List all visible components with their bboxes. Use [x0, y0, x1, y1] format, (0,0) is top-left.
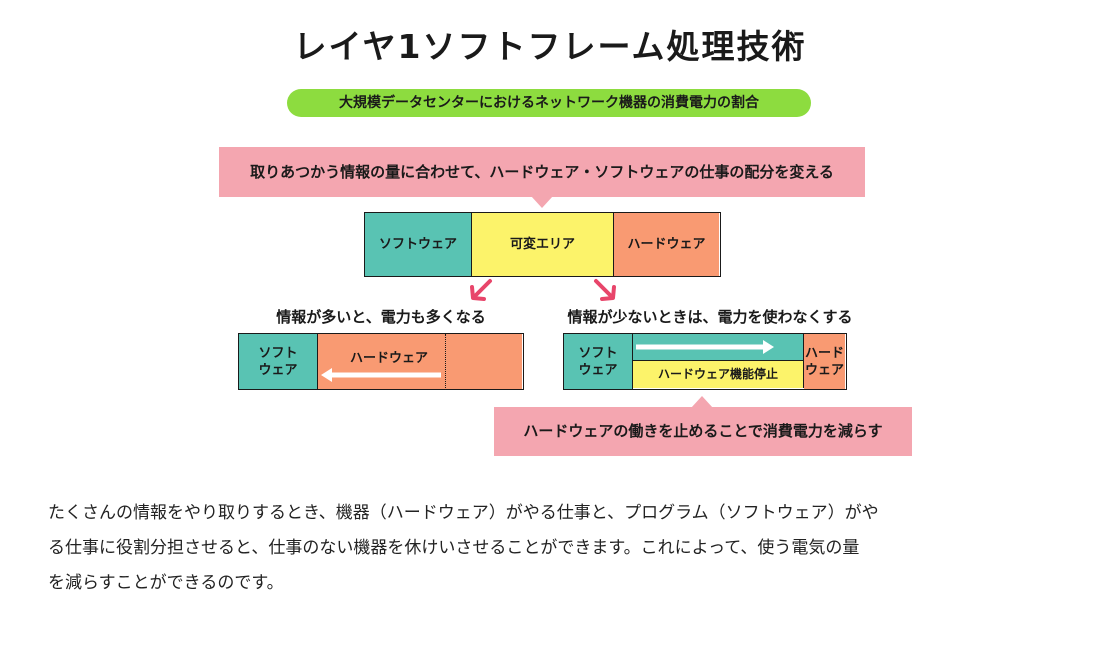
right-hardware-segment: ハード ウェア — [804, 334, 845, 389]
bottom-callout: ハードウェアの働きを止めることで消費電力を減らす — [494, 407, 912, 456]
left-hardware-label: ハードウェア — [350, 351, 429, 366]
right-software-line2: ウェア — [578, 362, 618, 378]
main-software-segment: ソフトウェア — [365, 213, 472, 276]
right-expand-arrow-icon — [636, 340, 774, 354]
left-software-line1: ソフト — [258, 345, 298, 361]
left-software-line2: ウェア — [258, 362, 298, 378]
right-software-line1: ソフト — [578, 345, 618, 361]
bottom-callout-pointer — [691, 396, 713, 408]
page-title: レイヤ1ソフトフレーム処理技術 — [293, 27, 807, 66]
left-hardware-segment: ハードウェア — [318, 334, 522, 389]
main-allocation-bar: ソフトウェア 可変エリア ハードウェア — [364, 212, 721, 277]
subtitle-pill: 大規模データセンターにおけるネットワーク機器の消費電力の割合 — [287, 89, 811, 117]
top-callout: 取りあつかう情報の量に合わせて、ハードウェア・ソフトウェアの仕事の配分を変える — [219, 147, 865, 197]
arrow-down-right-icon — [594, 279, 616, 301]
paragraph-line-2: る仕事に役割分担させると、仕事のない機器を休けいさせることができます。これによっ… — [48, 538, 860, 558]
paragraph-line-1: たくさんの情報をやり取りするとき、機器（ハードウェア）がやる仕事と、プログラム（… — [48, 503, 879, 523]
arrow-down-left-icon — [470, 279, 492, 301]
right-case-label: 情報が少ないときは、電力を使わなくする — [567, 308, 853, 326]
left-case-bar: ソフト ウェア ハードウェア — [238, 333, 524, 390]
hardware-stopped-segment: ハードウェア機能停止 — [633, 361, 804, 388]
left-original-boundary-dotted-line — [445, 334, 446, 388]
left-expand-arrow-icon — [321, 368, 441, 382]
left-software-segment: ソフト ウェア — [239, 334, 318, 389]
top-callout-pointer — [531, 196, 553, 208]
left-case-label: 情報が多いと、電力も多くなる — [276, 308, 486, 326]
main-variable-segment: 可変エリア — [472, 213, 614, 276]
right-software-segment: ソフト ウェア — [564, 334, 633, 389]
paragraph-line-3: を減らすことができるのです。 — [48, 573, 284, 593]
right-hardware-line1: ハード — [804, 345, 844, 361]
right-case-bar: ソフト ウェア ハードウェア機能停止 ハード ウェア — [563, 333, 847, 390]
right-hardware-line2: ウェア — [804, 362, 844, 378]
main-hardware-segment: ハードウェア — [614, 213, 719, 276]
description-paragraph: たくさんの情報をやり取りするとき、機器（ハードウェア）がやる仕事と、プログラム（… — [48, 496, 1058, 601]
